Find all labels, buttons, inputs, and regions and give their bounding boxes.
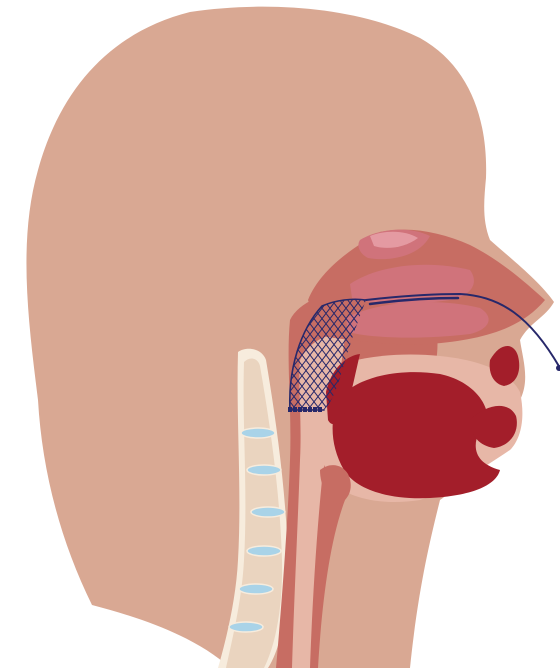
disc-2 — [247, 465, 281, 475]
stent-node — [288, 407, 292, 412]
disc-6 — [229, 622, 263, 632]
disc-5 — [239, 584, 273, 594]
stent-node — [308, 407, 312, 412]
stent-node — [293, 407, 297, 412]
disc-3 — [251, 507, 285, 517]
disc-1 — [241, 428, 275, 438]
stent-node — [298, 407, 302, 412]
stent-tip — [556, 365, 560, 371]
disc-4 — [247, 546, 281, 556]
stent-node — [318, 407, 322, 412]
stent-node — [303, 407, 307, 412]
stent-node — [313, 407, 317, 412]
stent-nodes — [288, 407, 322, 412]
